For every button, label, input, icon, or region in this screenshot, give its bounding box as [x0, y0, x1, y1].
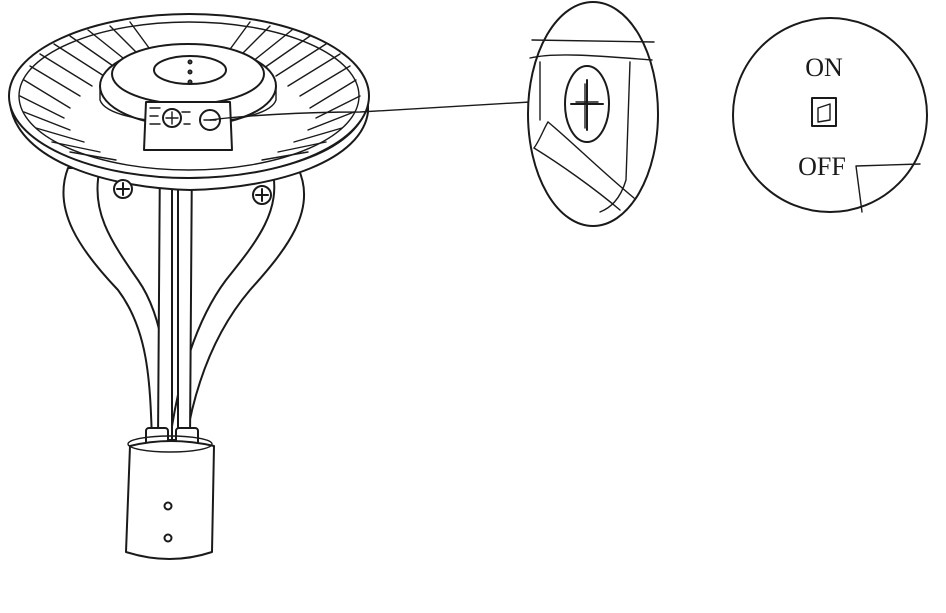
switch-detail-callout: ON OFF: [732, 17, 928, 213]
phillips-screw-icon: [252, 185, 272, 205]
lamp-head: [8, 13, 531, 191]
heat-sink-fins: [19, 21, 361, 161]
mounting-slipfitter-icon: [125, 435, 215, 560]
callout-leader-line: [209, 101, 531, 121]
phillips-screw-icon: [113, 179, 133, 199]
phillips-screw-icon: [564, 65, 610, 143]
switch-on-label: ON: [805, 53, 843, 82]
screw-detail-callout: [527, 1, 659, 227]
toggle-switch-icon: [811, 97, 837, 127]
switch-off-label: OFF: [798, 152, 846, 181]
post-top-light-fixture: [8, 13, 531, 560]
